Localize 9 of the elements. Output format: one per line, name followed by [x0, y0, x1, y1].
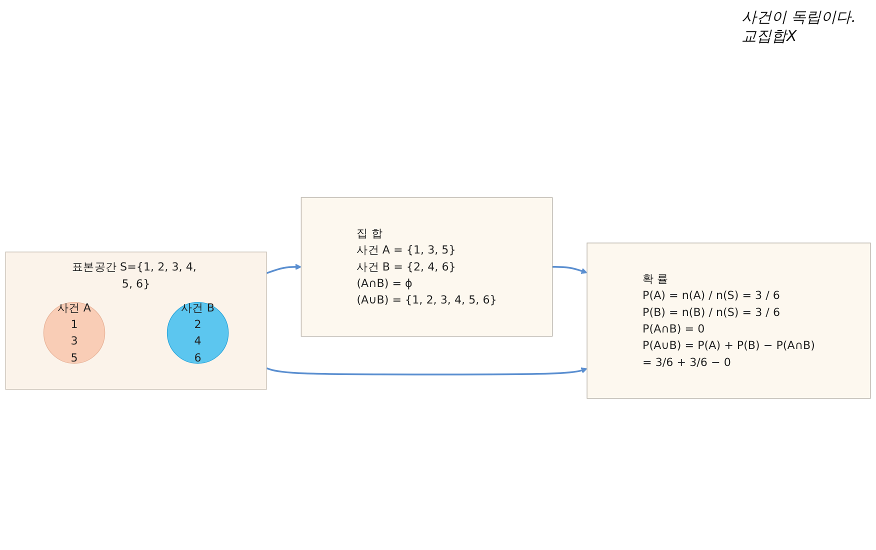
handwritten-note: 사건이 독립이다. [741, 8, 856, 27]
arrow [266, 366, 588, 375]
node-box: 확 률 P(A) = n(A) / n(S) = 3 / 6 P(B) = n(B) / n(S) = 3 / 6 P(A∩B) = 0 P(A∪B) = P(A) + P(B) − P(A∩B) = 3/6 + 3/6 − 0 [586, 242, 871, 398]
node-box: 집 합 사건 A = {1, 3, 5} 사건 B = {2, 4, 6} (A∩B) = ϕ (A∪B) = {1, 2, 3, 4, 5, 6} [300, 196, 553, 336]
arrow [552, 266, 588, 274]
handwritten-note: 교집합X [741, 27, 798, 46]
node-circle: 사건 B 2 4 6 [166, 301, 229, 364]
node-circle: 사건 A 1 3 5 [43, 301, 106, 364]
arrow [266, 263, 302, 274]
